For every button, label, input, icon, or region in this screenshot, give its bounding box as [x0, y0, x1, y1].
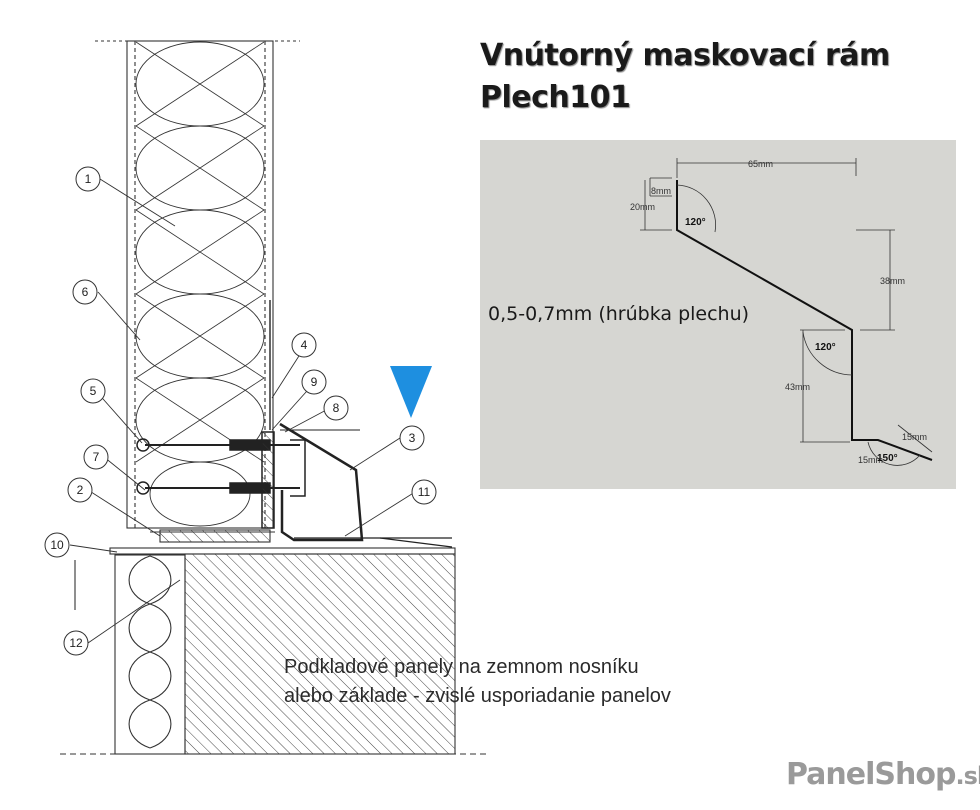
callout-2: 2 [77, 483, 84, 497]
callout-3: 3 [409, 431, 416, 445]
foundation [60, 547, 490, 755]
caption-line-2: alebo základe - zvislé usporiadanie pane… [284, 685, 671, 707]
callout-4: 4 [301, 338, 308, 352]
dim-15-right: 15mm [902, 432, 927, 442]
callout-12: 12 [69, 636, 83, 650]
dim-38: 38mm [880, 276, 905, 286]
callout-8: 8 [333, 401, 340, 415]
title-line-2: Plech101 [480, 80, 631, 115]
masking-frame-section [279, 422, 453, 548]
dim-65: 65mm [748, 159, 773, 169]
dim-15-bottom: 15mm [858, 455, 883, 465]
title-line-1: Vnútorný maskovací rám [480, 38, 890, 73]
angle-top: 120° [685, 217, 706, 228]
brand-logo[interactable]: PanelShop.sk [786, 757, 980, 792]
caption-line-1: Podkladové panely na zemnom nosníku [284, 656, 639, 678]
callout-7: 7 [93, 450, 100, 464]
dim-8: 8mm [651, 186, 671, 196]
profile-shape [676, 180, 933, 461]
profile-dimension-lines [640, 158, 933, 466]
callout-5: 5 [90, 384, 97, 398]
profile-dimension-labels: 65mm 8mm 20mm 38mm 43mm 15mm 15mm 120° 1… [630, 159, 927, 465]
callout-leaders [69, 178, 416, 644]
profile-panel [480, 140, 956, 489]
sheet-thickness-label: 0,5-0,7mm (hrúbka plechu) [488, 303, 750, 325]
callout-9: 9 [311, 375, 318, 389]
dim-20: 20mm [630, 202, 655, 212]
callout-11: 11 [418, 485, 431, 499]
angle-bottom: 150° [877, 453, 898, 464]
dim-43: 43mm [785, 382, 810, 392]
angle-middle: 120° [815, 342, 836, 353]
callout-6: 6 [82, 285, 89, 299]
callout-10: 10 [50, 538, 64, 552]
fasteners [136, 300, 360, 529]
callout-numbers: 1 2 3 4 5 6 7 8 9 10 11 12 [50, 172, 430, 650]
marker-arrow-icon [390, 366, 432, 418]
brand-tld: .sk [955, 762, 980, 790]
brand-name: PanelShop [786, 757, 956, 792]
callouts [44, 166, 437, 656]
wall-panel [95, 40, 300, 543]
callout-1: 1 [85, 172, 92, 186]
